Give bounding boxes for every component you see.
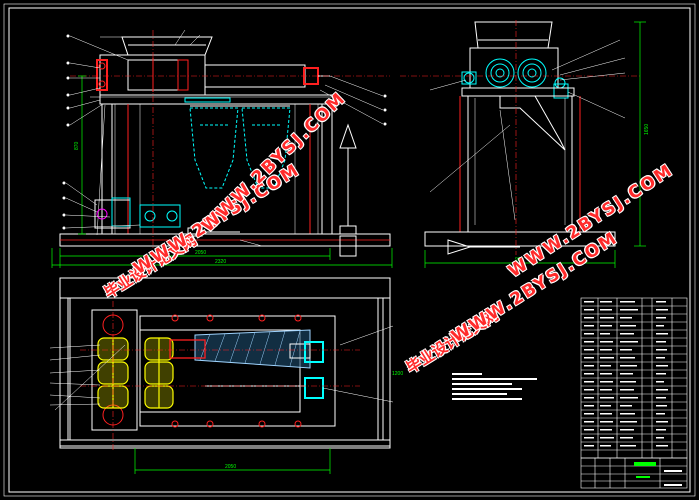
dim-frame-width-top: 1200	[392, 371, 403, 377]
leaders-front-left	[65, 29, 384, 247]
top-view: 2050 1200	[49, 277, 403, 474]
dim-height-side: 1650	[644, 124, 650, 135]
frame-outline-top	[59, 277, 391, 299]
discharge-chutes-front	[189, 107, 291, 189]
dim-height-front: 870	[74, 141, 80, 150]
feed-direction-arrow	[339, 123, 357, 235]
parts-list-entries	[584, 301, 668, 447]
dim-base-length-front: 2320	[215, 259, 226, 265]
bearings-top	[97, 337, 174, 409]
dim-length-top: 2050	[225, 464, 236, 470]
bolt-holes-top	[171, 314, 302, 428]
parts-list-table	[580, 297, 688, 459]
roller-shaft-top	[194, 329, 311, 369]
rollers-side	[485, 58, 547, 88]
coupling-top-lower	[304, 377, 324, 399]
bearing-left-front	[96, 59, 108, 91]
side-view: 920 1650	[400, 20, 650, 268]
base-frame-side	[424, 231, 616, 247]
discharge-chute-side	[499, 95, 566, 151]
technical-notes	[452, 373, 537, 400]
dim-width-side: 920	[515, 257, 524, 263]
drawing-border	[3, 3, 696, 497]
gearbox-front	[139, 204, 181, 228]
hopper-front	[121, 36, 213, 56]
dim-overall-length-front: 2050	[195, 250, 206, 256]
front-view: 2050 2320 870	[51, 29, 393, 268]
title-block	[580, 457, 688, 489]
hopper-side	[474, 21, 553, 49]
coupling-top-upper	[304, 341, 324, 363]
